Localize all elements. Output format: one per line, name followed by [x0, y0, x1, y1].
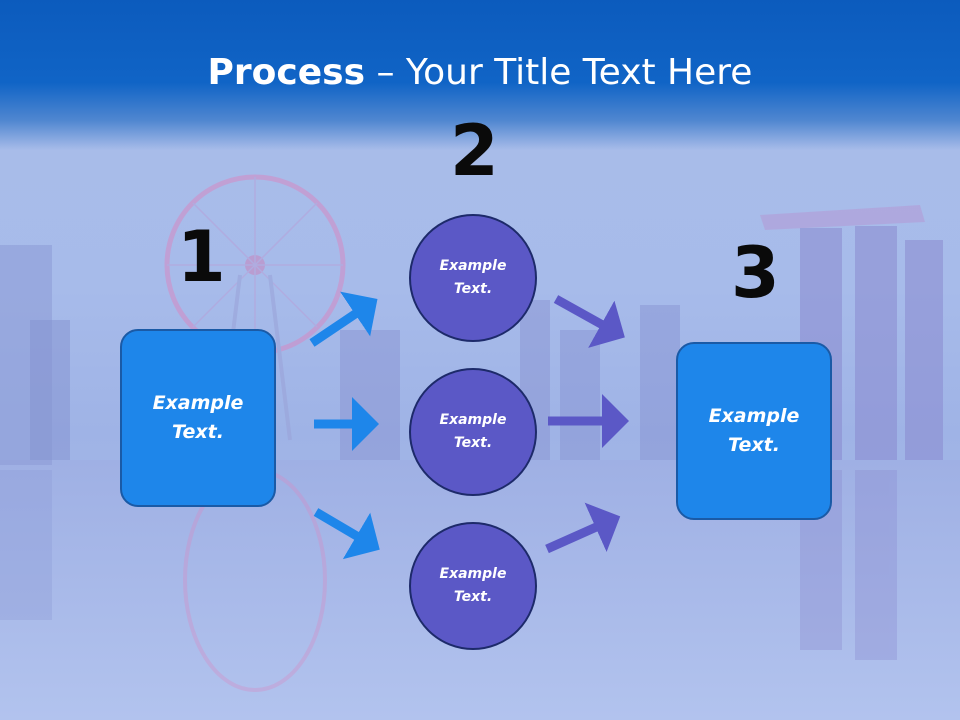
- step-number-2: 2: [450, 110, 499, 192]
- step-number-3: 3: [731, 232, 780, 314]
- step-2-circle-top: Example Text.: [409, 214, 537, 342]
- hotel-towers-graphic: [760, 205, 943, 460]
- step-2-circle-bottom: Example Text.: [409, 522, 537, 650]
- title-bold: Process: [207, 52, 366, 93]
- title-band: [0, 0, 960, 150]
- slide-title: Process – Your Title Text Here: [0, 52, 960, 93]
- step-number-1: 1: [177, 216, 226, 298]
- title-rest: – Your Title Text Here: [365, 52, 753, 93]
- step-3-box: Example Text.: [676, 342, 832, 520]
- step-1-box: Example Text.: [120, 329, 276, 507]
- step-2-circle-middle: Example Text.: [409, 368, 537, 496]
